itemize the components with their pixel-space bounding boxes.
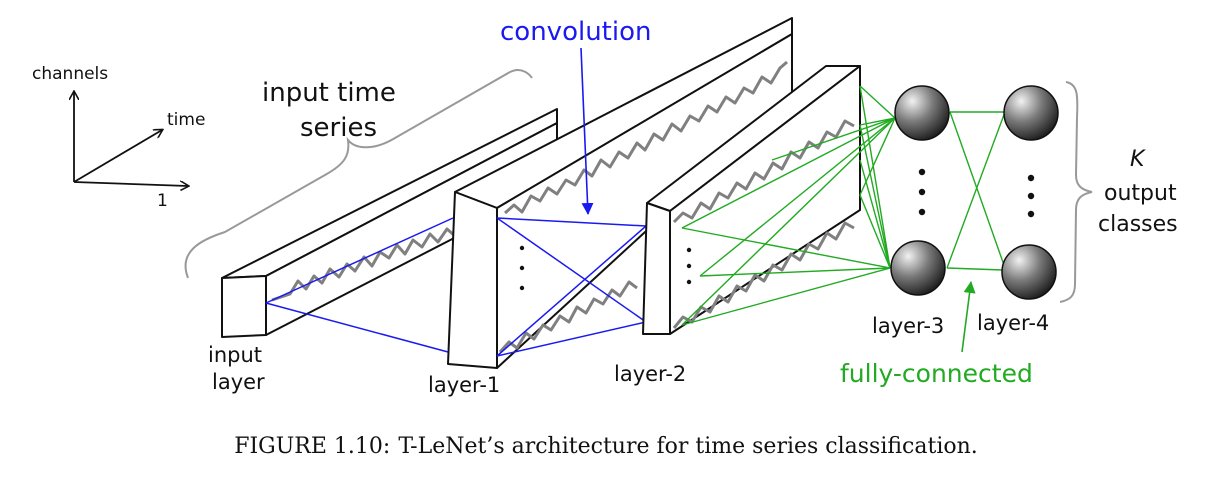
caption-prefix: FIGURE 1.10: — [234, 434, 390, 459]
layer-2-ellipsis — [686, 247, 692, 285]
convolution-arrow — [580, 47, 594, 215]
output-label-line2: classes — [1098, 212, 1178, 237]
layer-1-label: layer-1 — [428, 373, 500, 397]
fully-connected-connections — [681, 85, 1006, 326]
layer-1-signal-bottom — [498, 280, 638, 354]
figure-caption: FIGURE 1.10: T-LeNet’s architecture for t… — [234, 434, 978, 459]
time-axis — [73, 130, 162, 183]
convolution-label: convolution — [500, 17, 651, 47]
layer-1-ellipsis — [519, 245, 525, 291]
layer-3-node-bottom — [890, 240, 946, 296]
k-label: K — [1130, 147, 1146, 172]
input-layer-label-line2: layer — [212, 370, 265, 394]
fully-connected-arrow — [961, 281, 976, 353]
layer-3-ellipsis — [918, 168, 926, 216]
channels-label: channels — [32, 64, 108, 84]
layer-1-signal-top — [504, 60, 788, 215]
convolution-connections — [265, 217, 647, 357]
input-series-brace — [184, 68, 533, 279]
layer-4-node-top — [1003, 85, 1059, 141]
output-label-line1: output — [1104, 181, 1177, 206]
input-time-series-label-line2: series — [300, 113, 377, 143]
one-label: 1 — [157, 191, 168, 211]
input-layer-label-line1: input — [208, 343, 262, 367]
layer-4-label: layer-4 — [977, 311, 1049, 335]
caption-text: T-LeNet’s architecture for time series c… — [398, 434, 977, 459]
one-axis — [73, 182, 188, 186]
input-time-series-label-line1: input time — [262, 78, 396, 108]
layer-2-signal-top — [672, 119, 855, 224]
layer-1-box — [447, 17, 793, 369]
layer-3-node-top — [894, 85, 950, 141]
fully-connected-label: fully-connected — [840, 359, 1033, 388]
layer-2-box — [642, 65, 861, 335]
layer-2-signal-bottom — [672, 221, 855, 329]
layer-3-label: layer-3 — [872, 314, 944, 338]
layer-2-label: layer-2 — [614, 362, 686, 386]
time-label: time — [167, 110, 205, 130]
output-brace — [1059, 81, 1093, 303]
layer-4-ellipsis — [1027, 174, 1035, 218]
layer-4-node-bottom — [1001, 244, 1057, 300]
axes-icon — [74, 92, 188, 186]
